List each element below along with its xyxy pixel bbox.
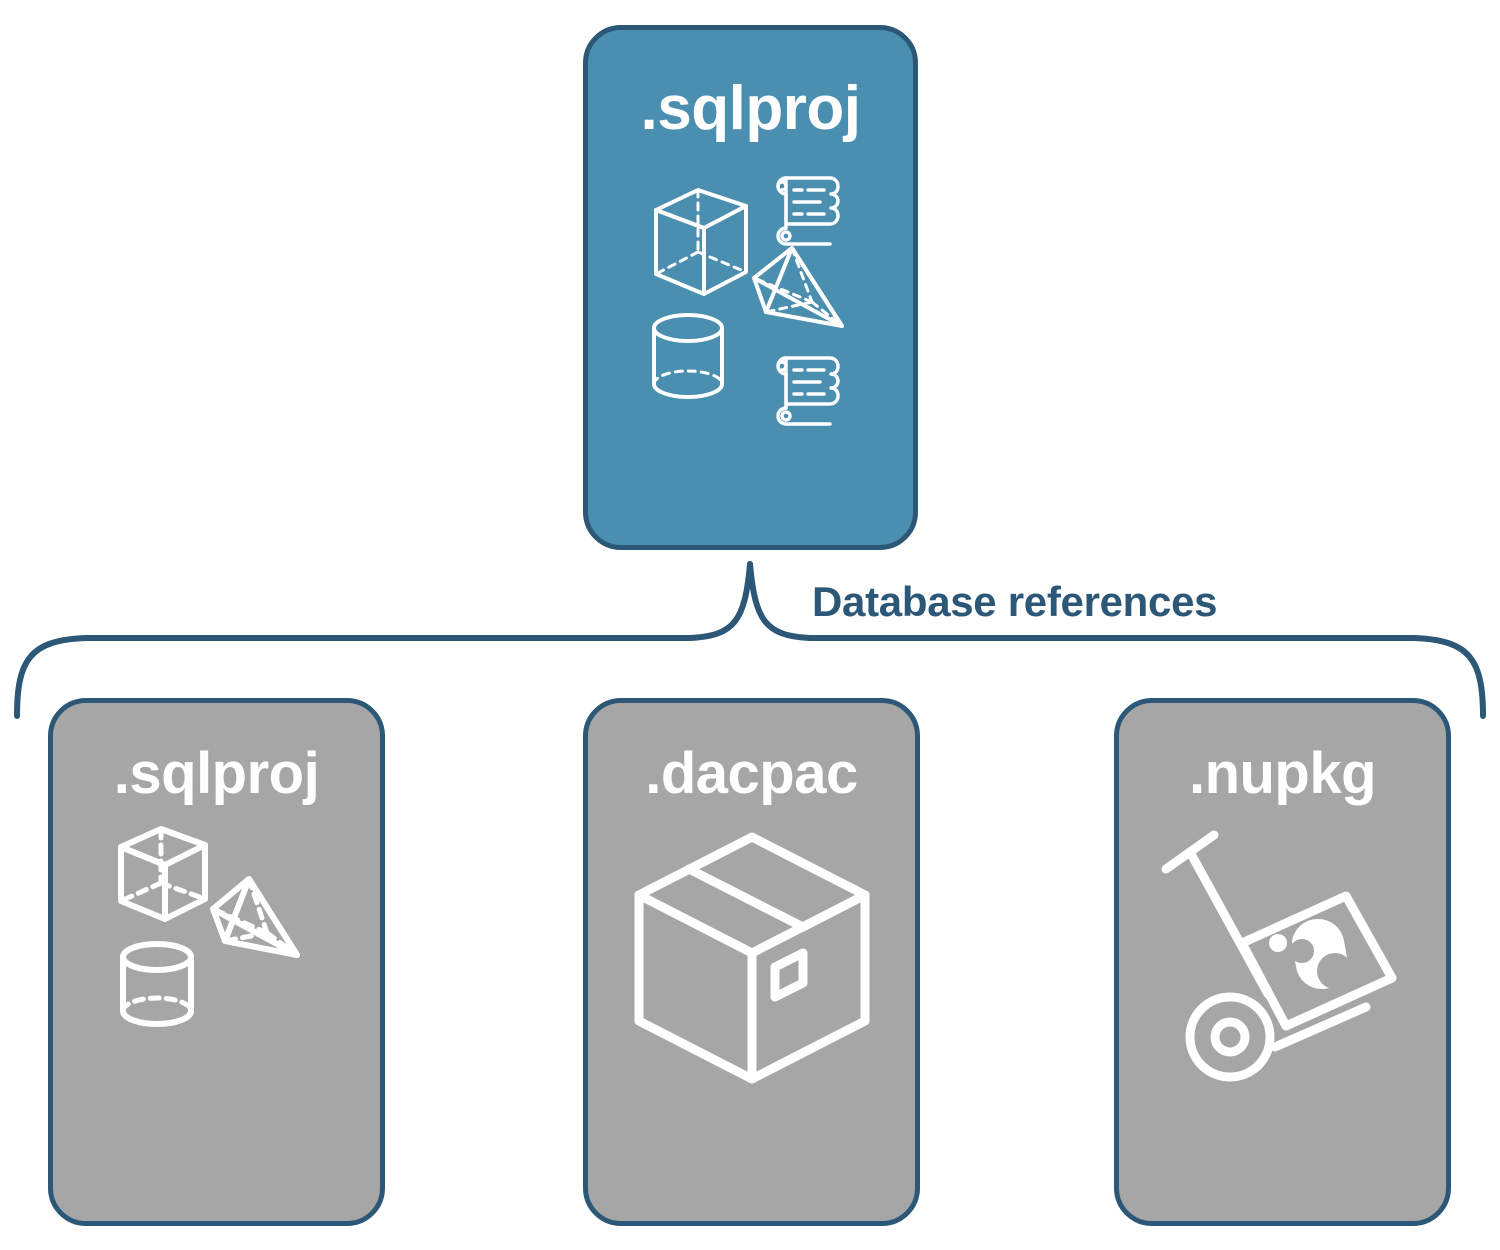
hand-truck-icon	[1161, 830, 1371, 1082]
cylinder-wireframe-icon	[120, 941, 194, 1027]
cylinder-hidden-edge	[120, 995, 194, 1014]
cube-hidden-edges	[654, 188, 747, 276]
package-box-icon	[634, 832, 869, 1084]
sqlproj-icon-group	[109, 823, 324, 1038]
dacpac-icon-group	[627, 823, 877, 1093]
connector-label: Database references	[812, 578, 1218, 625]
nupkg-icon-group	[1160, 823, 1405, 1088]
cylinder-hidden-edge	[652, 369, 723, 386]
scroll-icon	[775, 176, 840, 246]
cube-hidden-edges	[118, 826, 208, 904]
cylinder-wireframe-icon	[651, 313, 724, 399]
node-child-nupkg-label: .nupkg	[1188, 741, 1377, 806]
root-icon-group	[636, 162, 866, 442]
node-child-sqlproj[interactable]: .sqlproj	[48, 698, 385, 1226]
scroll-icon	[775, 356, 840, 426]
node-child-dacpac[interactable]: .dacpac	[583, 698, 920, 1226]
package-box-slot	[770, 948, 807, 1002]
pyramid-hidden-edges	[210, 876, 300, 958]
node-child-sqlproj-label: .sqlproj	[113, 741, 320, 806]
cube-wireframe-icon	[653, 188, 748, 296]
pyramid-wireframe-icon	[751, 246, 844, 328]
node-child-nupkg[interactable]: .nupkg	[1114, 698, 1451, 1226]
nuget-logo-cutouts	[1290, 939, 1353, 989]
pyramid-hidden-edges	[752, 246, 843, 328]
node-child-dacpac-label: .dacpac	[645, 741, 858, 806]
node-root-label: .sqlproj	[640, 74, 861, 143]
nuget-package-box	[1237, 891, 1397, 1031]
node-root-sqlproj[interactable]: .sqlproj	[583, 25, 918, 550]
cube-wireframe-icon	[118, 826, 208, 922]
pyramid-wireframe-icon	[210, 876, 300, 958]
